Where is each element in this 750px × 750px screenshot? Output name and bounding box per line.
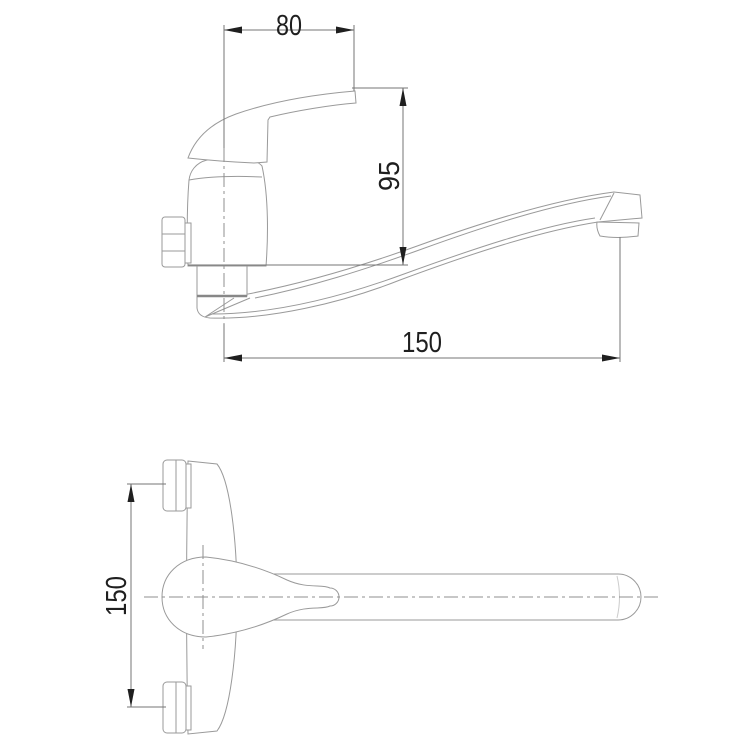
dim-95-label: 95 — [374, 161, 406, 191]
spout-inner-bottom-line — [211, 217, 596, 315]
side-elevation-view — [161, 90, 643, 319]
dimension-150-side: 150 — [223, 237, 621, 362]
dim-150-side-extension-lines — [223, 237, 621, 362]
dim-80-extension-lines — [223, 25, 355, 158]
hex-nut-side — [161, 216, 186, 268]
dimension-80: 80 — [223, 10, 355, 324]
dim-95-arrow-bottom — [399, 247, 407, 265]
hex-nut-plan-top — [162, 459, 187, 512]
dimension-150-plan: 150 — [101, 483, 166, 708]
dim-150-side-arrow-left — [224, 354, 242, 362]
dim-150-plan-arrow-top — [127, 484, 135, 502]
body-spout-connector — [196, 264, 248, 297]
spout-root-edge-line — [204, 297, 251, 318]
dim-150-plan-label: 150 — [101, 576, 133, 616]
body-dome-seam-line — [188, 175, 263, 181]
spout-tip-chamfer-line — [599, 192, 615, 221]
dim-150-side-label: 150 — [402, 327, 442, 359]
spout-inner-top-line — [254, 195, 612, 299]
hex-nut-plan-bottom — [162, 681, 187, 734]
dim-80-label: 80 — [276, 10, 302, 42]
plan-view — [144, 459, 658, 735]
aerator — [596, 221, 640, 238]
dim-95-extension-lines — [188, 87, 408, 266]
dim-95-arrow-top — [399, 88, 407, 106]
lever-handle-side — [187, 90, 357, 164]
spout-outline — [196, 191, 643, 319]
dim-80-arrow-left — [224, 26, 242, 34]
dim-150-plan-arrow-bottom — [127, 689, 135, 707]
hex-nut-flat-lines — [162, 233, 185, 252]
dim-150-side-arrow-right — [602, 354, 620, 362]
spout-plan — [239, 573, 642, 621]
dimension-95: 95 — [188, 87, 408, 266]
faucet-body-side — [186, 156, 268, 267]
dim-80-arrow-right — [336, 26, 354, 34]
dim-150-plan-extension-lines — [127, 483, 166, 708]
